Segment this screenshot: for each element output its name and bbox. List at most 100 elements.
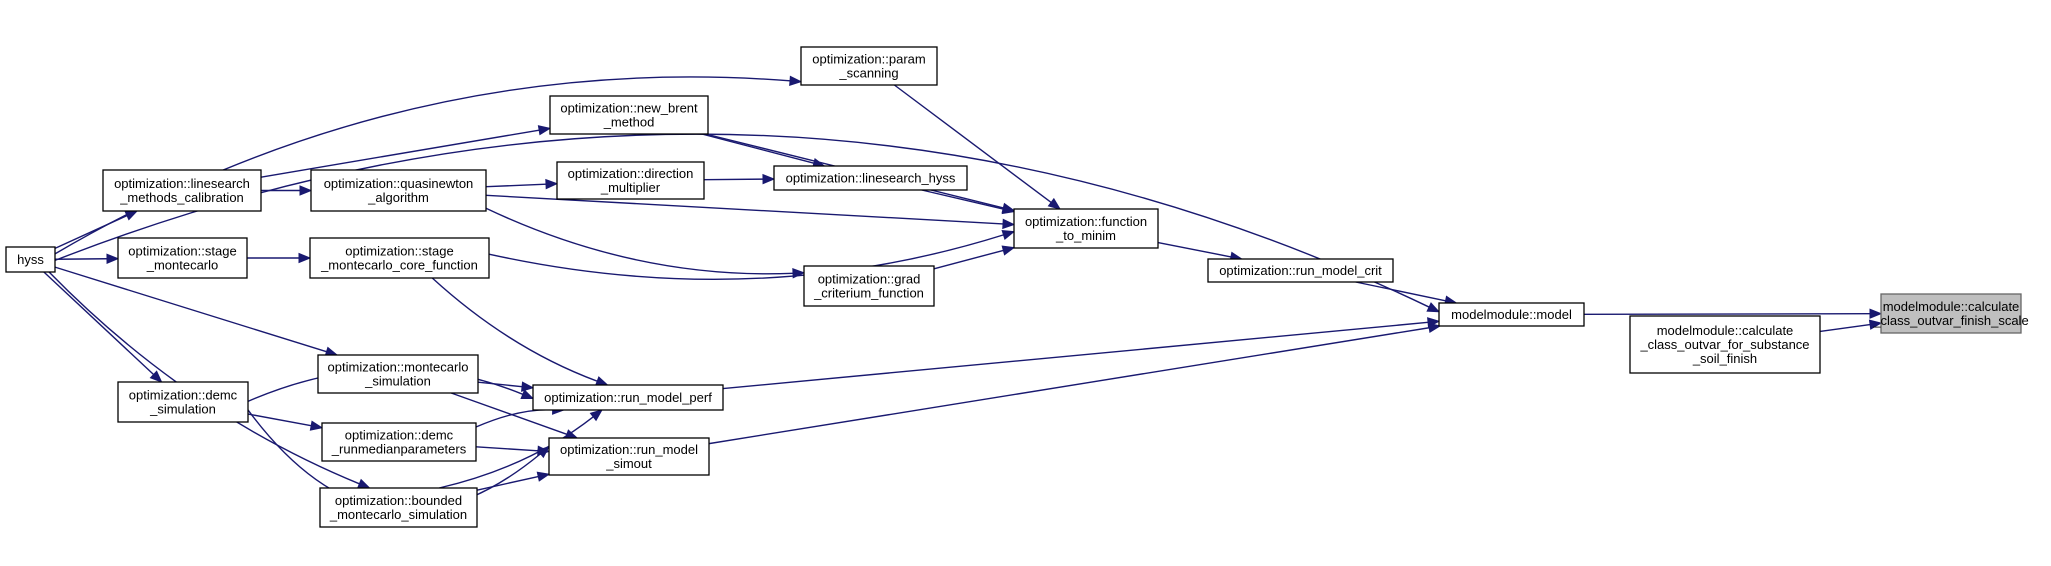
edge-quasinewton-to-grad — [485, 207, 806, 279]
edge-line — [485, 183, 547, 188]
edge-line — [48, 271, 360, 485]
edge-grad-to-function_to_minim — [933, 245, 1016, 270]
edge-line — [439, 416, 594, 489]
arrowhead-icon — [1047, 197, 1062, 210]
node-function_to_minim[interactable]: optimization::function_to_minim — [1013, 208, 1159, 249]
arrowhead-icon — [1426, 302, 1441, 313]
edge-hyss-to-demc_sim — [43, 271, 163, 383]
edge-line — [485, 207, 794, 275]
edge-run_model_crit-to-model — [1355, 281, 1458, 306]
node-label: optimization::montecarlo — [328, 360, 469, 375]
edge-new_brent-to-ls_hyss — [701, 133, 826, 169]
node-label: modelmodule::calculate — [1883, 299, 2020, 314]
edge-quasinewton-to-function_to_minim — [485, 194, 1016, 230]
node-label: optimization::function — [1025, 214, 1147, 229]
arrowhead-icon — [564, 429, 579, 440]
node-ls_calib[interactable]: optimization::linesearch_methods_calibra… — [102, 169, 262, 212]
node-label: optimization::param — [812, 52, 925, 67]
node-label: _multiplier — [600, 180, 661, 195]
edge-quasinewton-to-direction — [485, 178, 559, 190]
node-label: _methods_calibration — [119, 190, 244, 205]
node-bounded_mc[interactable]: optimization::bounded_montecarlo_simulat… — [319, 487, 478, 528]
node-label: optimization::linesearch — [114, 176, 250, 191]
edge-bounded_mc-to-run_model_simout — [476, 471, 551, 491]
node-label: hyss — [17, 252, 44, 267]
edge-line — [1355, 281, 1446, 302]
edge-line — [701, 133, 815, 164]
arrowhead-icon — [1001, 230, 1016, 241]
node-mc_sim[interactable]: optimization::montecarlo_simulation — [317, 354, 479, 394]
node-hyss[interactable]: hyss — [5, 246, 56, 273]
node-label: _scanning — [838, 66, 898, 81]
arrowhead-icon — [1002, 218, 1016, 230]
node-box — [549, 95, 709, 135]
arrowhead-icon — [536, 471, 551, 482]
edge-line — [703, 178, 764, 181]
node-box — [556, 161, 705, 200]
arrowhead-icon — [298, 252, 312, 264]
edge-line — [933, 249, 1004, 270]
node-calc_soil[interactable]: modelmodule::calculate_class_outvar_for_… — [1629, 315, 1821, 374]
node-box — [803, 265, 935, 307]
node-run_model_perf[interactable]: optimization::run_model_perf — [532, 384, 724, 411]
node-new_brent[interactable]: optimization::new_brent_method — [549, 95, 709, 135]
node-label: _runmedianparameters — [331, 442, 467, 457]
edge-layer — [43, 75, 1883, 512]
edge-stage_mc-to-stage_mc_core — [247, 252, 312, 264]
node-label: optimization::run_model — [560, 442, 698, 457]
node-label: _soil_finish — [1692, 351, 1757, 366]
node-box — [773, 165, 968, 191]
arrowhead-icon — [1001, 203, 1016, 215]
node-box — [800, 46, 938, 86]
node-label: optimization::stage — [345, 244, 453, 259]
edge-direction-to-ls_hyss — [703, 173, 776, 185]
node-demc_median[interactable]: optimization::demc_runmedianparameters — [321, 422, 477, 462]
node-stage_mc[interactable]: optimization::stage_montecarlo — [117, 237, 248, 279]
edge-line — [1819, 323, 1871, 333]
arrowhead-icon — [1869, 308, 1883, 319]
node-label: optimization::direction — [568, 166, 694, 181]
edge-calc_soil-to-target — [1819, 319, 1883, 333]
node-box — [102, 169, 262, 212]
node-box — [117, 237, 248, 279]
node-direction[interactable]: optimization::direction_multiplier — [556, 161, 705, 200]
node-box — [317, 354, 479, 394]
node-quasinewton[interactable]: optimization::quasinewton_algorithm — [310, 169, 487, 212]
node-stage_mc_core[interactable]: optimization::stage_montecarlo_core_func… — [309, 237, 490, 279]
node-label: _montecarlo — [146, 258, 219, 273]
node-label: _class_outvar_for_substance — [1639, 337, 1809, 352]
node-label: _to_minim — [1055, 228, 1116, 243]
node-label: optimization::run_model_perf — [544, 390, 712, 405]
node-param_scanning[interactable]: optimization::param_scanning — [800, 46, 938, 86]
node-box — [319, 487, 478, 528]
arrowhead-icon — [792, 268, 806, 279]
edge-line — [485, 194, 1004, 225]
node-run_model_crit[interactable]: optimization::run_model_crit — [1207, 258, 1394, 283]
edge-param_scanning-to-function_to_minim — [893, 84, 1062, 210]
edge-bounded_mc-to-run_model_perf — [439, 409, 603, 489]
arrowhead-icon — [520, 389, 535, 399]
edge-line — [43, 271, 155, 376]
node-run_model_simout[interactable]: optimization::run_model_simout — [548, 437, 710, 476]
node-box — [310, 169, 487, 212]
node-demc_sim[interactable]: optimization::demc_simulation — [117, 381, 249, 423]
node-box — [321, 422, 477, 462]
arrowhead-icon — [536, 445, 551, 459]
node-label: optimization::linesearch_hyss — [786, 171, 956, 186]
node-label: _algorithm — [367, 190, 429, 205]
node-box — [1438, 302, 1585, 327]
node-model[interactable]: modelmodule::model — [1438, 302, 1585, 327]
node-ls_hyss[interactable]: optimization::linesearch_hyss — [773, 165, 968, 191]
arrowhead-icon — [1001, 245, 1016, 256]
node-label: _criterium_function — [813, 286, 924, 301]
arrowhead-icon — [124, 210, 139, 221]
node-target: modelmodule::calculate_class_outvar_fini… — [1872, 293, 2029, 334]
node-label: _simout — [605, 456, 652, 471]
edge-hyss-to-stage_mc — [54, 253, 120, 264]
edge-hyss-to-model — [54, 133, 1441, 313]
edge-stage_mc_core-to-function_to_minim — [488, 230, 1016, 281]
node-label: _montecarlo_simulation — [329, 507, 467, 522]
node-grad[interactable]: optimization::grad_criterium_function — [803, 265, 935, 307]
arrowhead-icon — [594, 376, 609, 386]
edge-line — [431, 277, 598, 382]
